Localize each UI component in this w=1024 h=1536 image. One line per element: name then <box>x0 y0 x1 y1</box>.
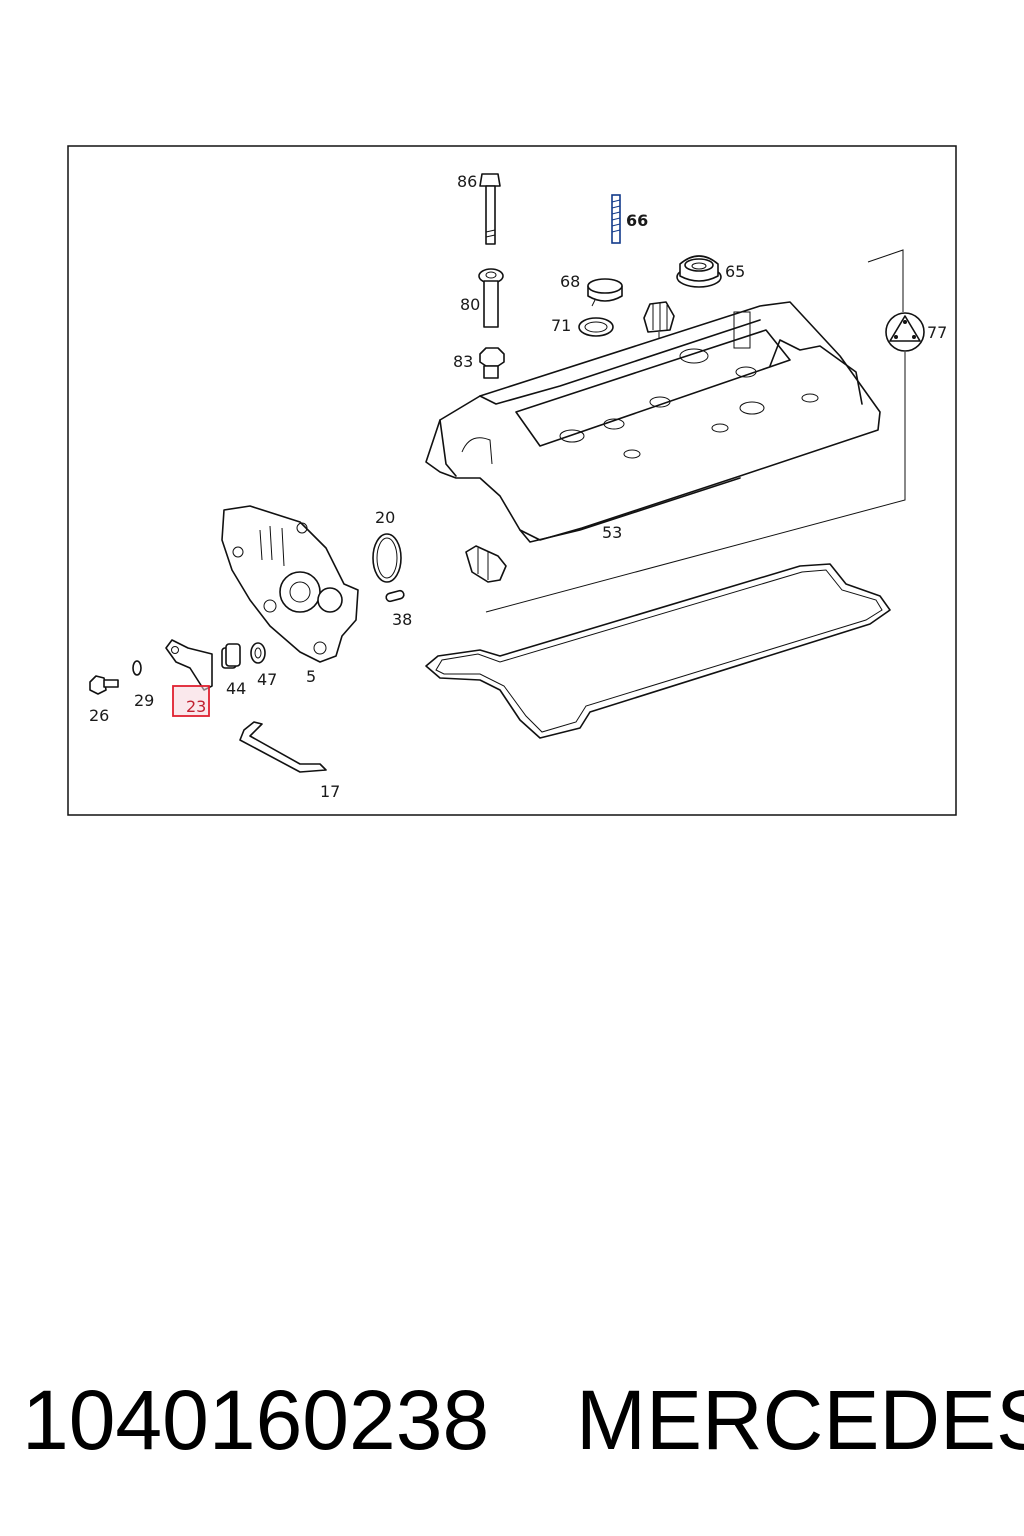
part-23-bracket <box>165 639 213 691</box>
part-44-plug <box>221 643 241 669</box>
callout-68: 68 <box>560 272 580 291</box>
part-71-oring <box>578 317 614 337</box>
part-83-nut <box>479 347 505 379</box>
callout-66: 66 <box>626 211 648 230</box>
callout-71: 71 <box>551 316 571 335</box>
part-number: 1040160238 <box>22 1373 490 1467</box>
part-66-stud <box>611 194 621 244</box>
callout-38: 38 <box>392 610 412 629</box>
callout-5: 5 <box>306 667 316 686</box>
callout-80: 80 <box>460 295 480 314</box>
callout-47: 47 <box>257 670 277 689</box>
callout-17: 17 <box>320 782 340 801</box>
callout-65: 65 <box>725 262 745 281</box>
part-20-oring <box>372 533 402 583</box>
part-29-washer <box>132 660 142 676</box>
part-26-bolt <box>89 675 119 695</box>
part-86-bolt <box>479 173 501 245</box>
part-47-seal <box>250 642 266 664</box>
callout-44: 44 <box>226 679 246 698</box>
callout-86: 86 <box>457 172 477 191</box>
part-77-plate <box>885 312 925 352</box>
part-68-cap <box>587 278 623 307</box>
part-filler-neck <box>643 301 675 400</box>
callout-20: 20 <box>375 508 395 527</box>
part-17-gasket <box>239 721 327 773</box>
part-breather-clip <box>465 545 507 583</box>
brand-name: MERCEDES <box>576 1373 1024 1467</box>
callout-26: 26 <box>89 706 109 725</box>
callout-77: 77 <box>927 323 947 342</box>
part-5-timing-cover <box>221 505 359 663</box>
highlight-box-23 <box>172 685 210 717</box>
part-65-grommet <box>676 255 722 288</box>
parts-diagram: 86 66 65 68 80 71 77 83 20 53 38 26 29 2… <box>67 145 957 816</box>
part-53-valve-cover <box>425 301 881 543</box>
part-80-sleeve <box>478 268 504 328</box>
callout-23: 23 <box>186 697 206 716</box>
part-38-pin <box>385 589 405 603</box>
part-valve-cover-gasket <box>425 563 891 739</box>
callout-53: 53 <box>602 523 622 542</box>
callout-29: 29 <box>134 691 154 710</box>
callout-83: 83 <box>453 352 473 371</box>
